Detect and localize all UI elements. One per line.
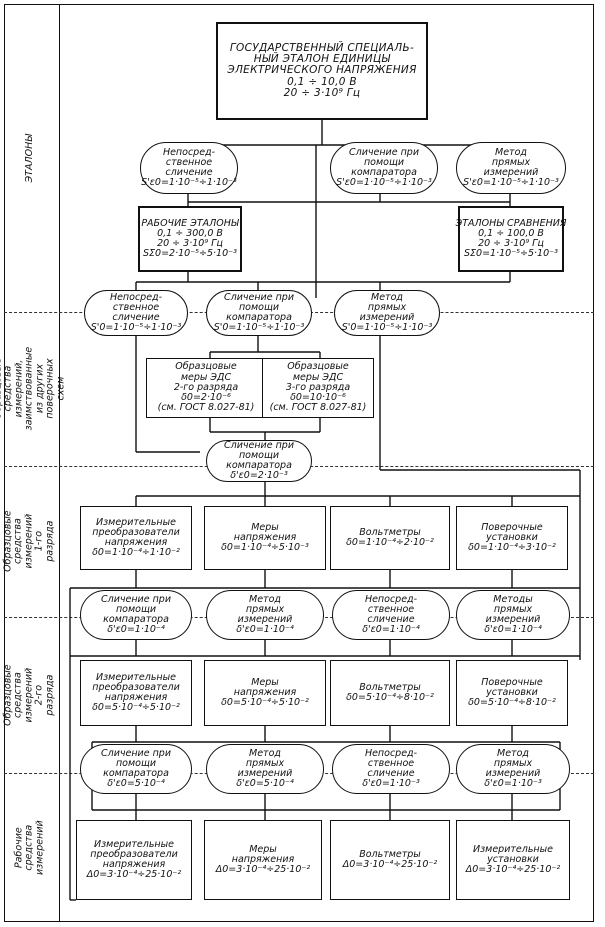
calibration-installations-box-1: Поверочные установки δ0=1·10⁻⁴÷3·10⁻² [456,506,568,570]
voltage-converters-box-2: Измерительные преобразователи напряжения… [80,660,192,726]
comparison-standards-box: ЭТАЛОНЫ СРАВНЕНИЯ 0,1 ÷ 100,0 В 20 ÷ 3·1… [456,206,566,272]
direct-comparison-oval-3: Непосред- ственное сличение δ'ε0=1·10⁻⁴ [332,590,450,640]
working-standards-box: РАБОЧИЕ ЭТАЛОНЫ 0,1 ÷ 300,0 В 20 ÷ 3·10⁹… [138,206,242,272]
emf-measures-grade3-box: Образцовые меры ЭДС 3-го разряда δ0=10·1… [262,358,374,418]
voltmeters-box-2: Вольтметры δ0=5·10⁻⁴÷8·10⁻² [330,660,450,726]
voltage-measures-box-1: Меры напряжения δ0=1·10⁻⁴÷5·10⁻³ [204,506,326,570]
comparator-method-oval: Сличение при помощи компаратора S'ε0=1·1… [330,142,438,194]
direct-measurement-methods-oval: Методы прямых измерений δ'ε0=1·10⁻⁴ [456,590,570,640]
direct-measurement-oval-4: Метод прямых измерений δ'ε0=5·10⁻⁴ [206,744,324,794]
direct-measurement-oval-3: Метод прямых измерений δ'ε0=1·10⁻⁴ [206,590,324,640]
voltage-measures-box-2: Меры напряжения δ0=5·10⁻⁴÷5·10⁻² [204,660,326,726]
direct-measurement-oval-5: Метод прямых измерений δ'ε0=1·10⁻³ [456,744,570,794]
comparator-method-oval-5: Сличение при помощи компаратора δ'ε0=5·1… [80,744,192,794]
comparator-method-oval-3: Сличение при помощи компаратора δ'ε0=2·1… [206,440,312,482]
direct-comparison-oval: Непосред- ственное сличение S'ε0=1·10⁻⁵÷… [140,142,238,194]
voltage-measures-box-3: Меры напряжения Δ0=3·10⁻⁴÷25·10⁻² [204,820,322,900]
direct-measurement-oval-2: Метод прямых измерений S'0=1·10⁻⁵÷1·10⁻³ [334,290,440,336]
measurement-installations-box: Измерительные установки Δ0=3·10⁻⁴÷25·10⁻… [456,820,570,900]
direct-comparison-oval-2: Непосред- ственное сличение S'0=1·10⁻⁵÷1… [84,290,188,336]
calibration-installations-box-2: Поверочные установки δ0=5·10⁻⁴÷8·10⁻² [456,660,568,726]
voltage-converters-box-3: Измерительные преобразователи напряжения… [76,820,192,900]
left-column-divider [4,4,60,922]
voltage-converters-box-1: Измерительные преобразователи напряжения… [80,506,192,570]
state-special-standard-box: ГОСУДАРСТВЕННЫЙ СПЕЦИАЛЬ- НЫЙ ЭТАЛОН ЕДИ… [216,22,428,120]
comparator-method-oval-4: Сличение при помощи компаратора δ'ε0=1·1… [80,590,192,640]
direct-comparison-oval-4: Непосред- ственное сличение δ'ε0=1·10⁻³ [332,744,450,794]
voltmeters-box-1: Вольтметры δ0=1·10⁻⁴÷2·10⁻² [330,506,450,570]
comparator-method-oval-2: Сличение при помощи компаратора S'0=1·10… [206,290,312,336]
emf-measures-grade2-box: Образцовые меры ЭДС 2-го разряда δ0=2·10… [146,358,266,418]
voltmeters-box-3: Вольтметры Δ0=3·10⁻⁴÷25·10⁻² [330,820,450,900]
direct-measurement-oval: Метод прямых измерений S'ε0=1·10⁻⁵÷1·10⁻… [456,142,566,194]
